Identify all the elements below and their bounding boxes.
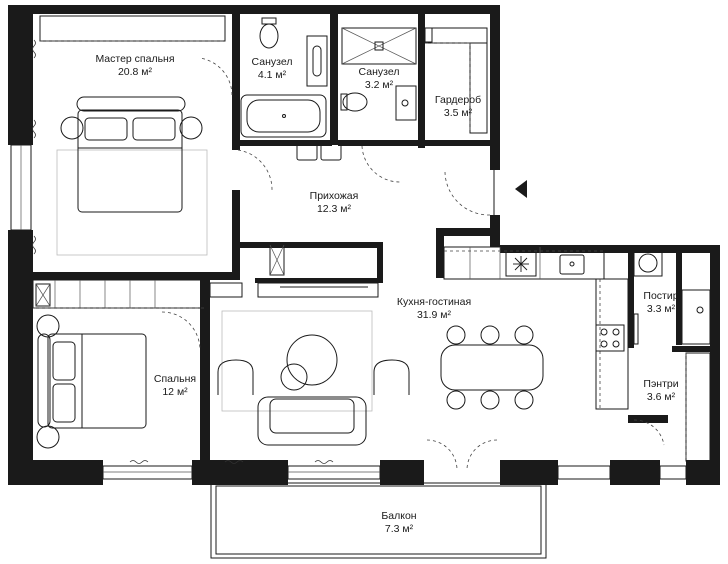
wardrobe-shelves xyxy=(424,27,488,134)
room-label-pantry-storage: Постир 3.3 м² xyxy=(643,290,678,315)
room-area: 3.3 м² xyxy=(647,303,676,315)
dining-set xyxy=(440,325,544,410)
curtains xyxy=(32,39,334,464)
doors xyxy=(161,57,665,471)
bathroom-2-fixtures xyxy=(340,27,417,121)
bathroom-1-fixtures xyxy=(240,17,328,138)
room-area: 12.3 м² xyxy=(317,203,352,215)
exterior-walls xyxy=(8,5,720,485)
windows xyxy=(10,15,687,480)
balcony-outline xyxy=(210,482,547,559)
room-area: 31.9 м² xyxy=(417,309,452,321)
room-label-bedroom: Спальня 12 м² xyxy=(154,373,196,398)
room-name: Санузел xyxy=(252,56,293,68)
room-name: Спальня xyxy=(154,373,196,385)
room-name: Балкон xyxy=(381,510,416,522)
kitchen-units xyxy=(443,246,629,410)
room-label-wardrobe: Гардероб 3.5 м² xyxy=(435,94,481,119)
room-name: Санузел xyxy=(359,66,400,78)
room-label-hall: Прихожая 12.3 м² xyxy=(310,190,359,215)
room-label-balcony: Балкон 7.3 м² xyxy=(381,510,416,535)
room-area: 12 м² xyxy=(162,386,188,398)
hall-furniture xyxy=(269,141,342,276)
room-name: Кухня-гостиная xyxy=(397,296,471,308)
room-name: Постир xyxy=(643,290,678,302)
room-area: 3.2 м² xyxy=(365,79,394,91)
entrance-arrow-icon xyxy=(515,180,527,198)
room-label-pantry: Пэнтри 3.6 м² xyxy=(643,378,678,403)
room-name: Гардероб xyxy=(435,94,481,106)
laundry-units xyxy=(633,249,711,462)
room-label-bath1: Санузел 4.1 м² xyxy=(252,56,293,81)
bedroom-furniture xyxy=(32,279,206,449)
room-area: 7.3 м² xyxy=(385,523,414,535)
room-area: 3.6 м² xyxy=(647,391,676,403)
room-label-kitchen: Кухня-гостиная 31.9 м² xyxy=(397,296,471,321)
room-name: Мастер спальня xyxy=(95,53,174,65)
room-name: Пэнтри xyxy=(643,378,678,390)
room-area: 3.5 м² xyxy=(444,107,473,119)
living-furniture xyxy=(209,282,410,446)
master-bed xyxy=(56,96,208,256)
room-area: 20.8 м² xyxy=(118,66,153,78)
room-label-bath2: Санузел 3.2 м² xyxy=(359,66,400,91)
room-name: Прихожая xyxy=(310,190,359,202)
interior-walls xyxy=(33,5,720,470)
room-area: 4.1 м² xyxy=(258,69,287,81)
room-label-master: Мастер спальня 20.8 м² xyxy=(95,53,174,78)
